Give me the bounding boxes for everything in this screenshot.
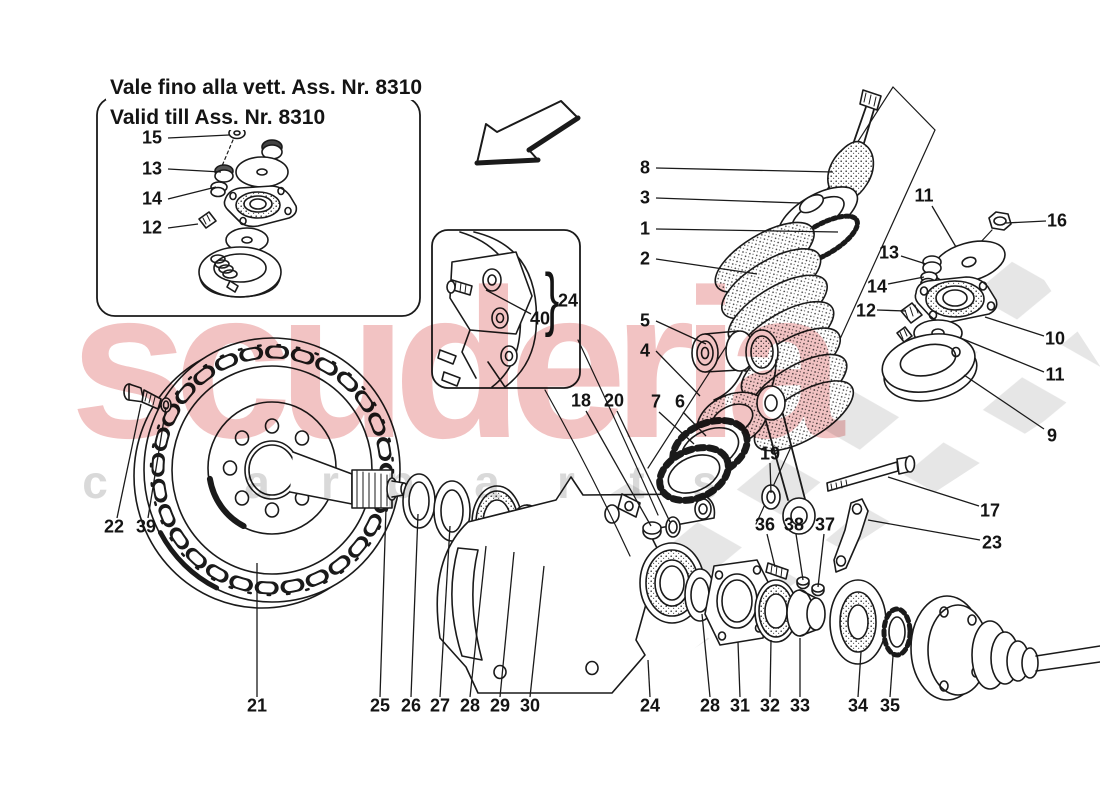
part-label: 34 [847, 695, 869, 716]
part-label: 13 [141, 158, 163, 179]
part-label: 8 [639, 157, 651, 178]
part-label: 28 [459, 695, 481, 716]
note-line-italian: Vale fino alla vett. Ass. Nr. 8310 [106, 76, 427, 100]
part-label: 19 [759, 443, 781, 464]
part-label: 28 [699, 695, 721, 716]
part-label: 7 [650, 391, 662, 412]
part-label: 39 [135, 516, 157, 537]
part-label: 26 [400, 695, 422, 716]
part-label: 11 [914, 185, 934, 206]
inset-pointer-curves [544, 339, 659, 557]
part-label: 22 [103, 516, 125, 537]
part-label: 31 [729, 695, 751, 716]
small-bracket [833, 498, 869, 573]
part-label: 30 [519, 695, 541, 716]
part-label: 24 [639, 695, 661, 716]
part-label: 40 [529, 308, 551, 329]
watermark-letter: a [244, 456, 270, 508]
checker-flag-watermark [594, 232, 1100, 652]
upper-mount-assembly [881, 211, 1012, 402]
part-label: 33 [789, 695, 811, 716]
watermark-letter: t [629, 456, 645, 508]
part-label: 1 [639, 218, 651, 239]
part-label: 35 [879, 695, 901, 716]
watermark-brand: scuderia [70, 245, 844, 482]
suspension-link [756, 385, 816, 535]
bolt-and-clip [123, 383, 172, 413]
inset-box-until-8310 [96, 96, 421, 317]
watermark-letter: c [82, 456, 108, 508]
part-label: 4 [639, 340, 651, 361]
part-label: 38 [783, 514, 805, 535]
leader-lines [116, 134, 1047, 698]
part-label: 17 [979, 500, 1001, 521]
part-label: 6 [674, 391, 686, 412]
watermark-letter: r [557, 456, 575, 508]
watermark-letter: a [474, 456, 500, 508]
part-label: 12 [141, 217, 163, 238]
part-label: 11 [1045, 364, 1065, 385]
watermark-letter: p [385, 456, 415, 508]
part-label: 2 [639, 248, 651, 269]
part-label: 20 [603, 390, 625, 411]
hub-flange-row [684, 559, 913, 665]
part-label: 37 [814, 514, 836, 535]
part-label: 12 [855, 300, 877, 321]
watermark-letter: s [692, 456, 718, 508]
part-label: 25 [369, 695, 391, 716]
part-label: 15 [141, 127, 163, 148]
long-bolt [826, 455, 916, 492]
inset-brace: } [544, 260, 560, 339]
part-label: 16 [1046, 210, 1068, 231]
part-label: 18 [570, 390, 592, 411]
stub-axle [289, 451, 408, 509]
nut-and-washer [642, 516, 681, 540]
part-label: 23 [981, 532, 1003, 553]
part-label: 13 [878, 242, 900, 263]
part-label: 14 [141, 188, 163, 209]
part-label: 5 [639, 310, 651, 331]
part-label: 10 [1044, 328, 1066, 349]
part-label: 29 [489, 695, 511, 716]
cv-joint-boot [910, 595, 1100, 701]
part-label: 14 [866, 276, 888, 297]
direction-arrow-icon [474, 100, 581, 166]
part-label: 24 [557, 290, 579, 311]
part-label: 36 [754, 514, 776, 535]
part-label: 9 [1046, 425, 1058, 446]
watermark-letter: r [321, 456, 339, 508]
brake-disc [133, 336, 402, 609]
note-line-english: Valid till Ass. Nr. 8310 [106, 106, 330, 130]
part-label: 21 [246, 695, 268, 716]
shock-lower-mount [656, 329, 779, 504]
part-label: 27 [429, 695, 451, 716]
part-label: 32 [759, 695, 781, 716]
part-label: 3 [639, 187, 651, 208]
